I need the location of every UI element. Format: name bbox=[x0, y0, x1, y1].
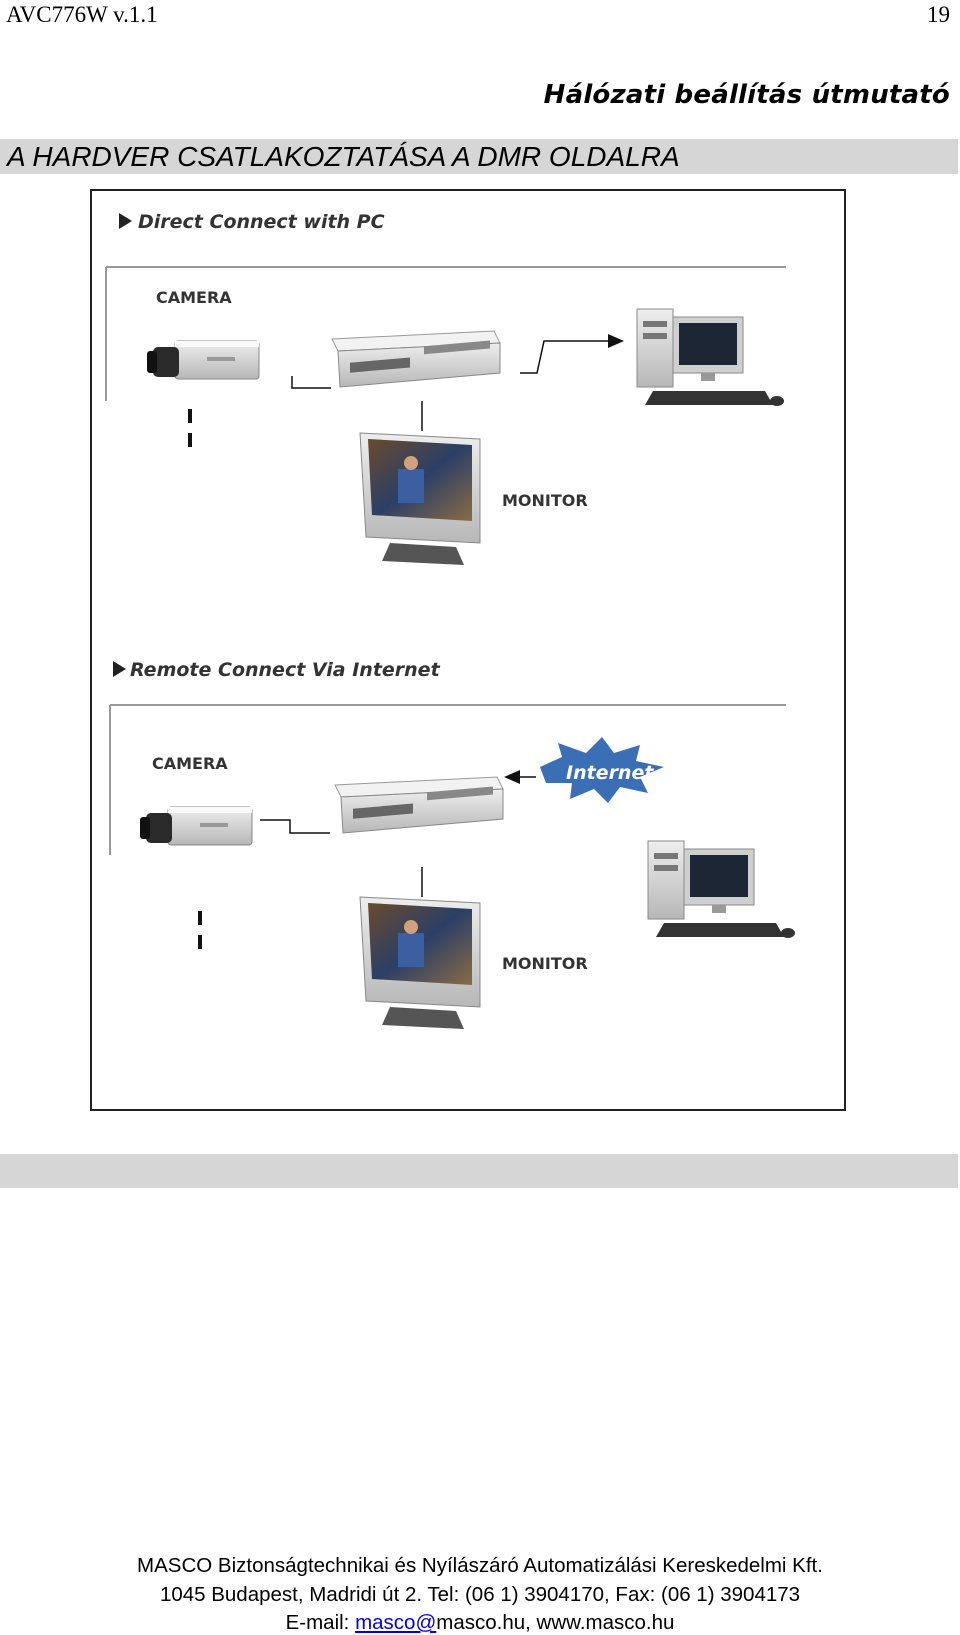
internet-cloud-icon: Internet bbox=[540, 737, 664, 803]
dvr-icon bbox=[334, 776, 504, 834]
monitor-label: MONITOR bbox=[502, 491, 588, 510]
footer-company: MASCO Biztonságtechnikai és Nyílászáró A… bbox=[137, 1554, 823, 1577]
section-title: A HARDVER CSATLAKOZTATÁSA A DMR OLDALRA bbox=[7, 141, 680, 172]
pc-icon bbox=[636, 308, 784, 406]
cable bbox=[291, 376, 331, 389]
document-id: AVC776W v.1.1 bbox=[6, 2, 158, 27]
cable bbox=[520, 340, 612, 374]
camera-icon bbox=[140, 806, 253, 846]
monitor-icon bbox=[359, 432, 481, 565]
pc-icon bbox=[647, 840, 795, 938]
camera-label: CAMERA bbox=[156, 288, 232, 307]
internet-label: Internet bbox=[566, 762, 654, 784]
footer-contact: E-mail: masco@masco.hu, www.masco.hu bbox=[0, 1611, 960, 1635]
guide-title: Hálózati beállítás útmutató bbox=[543, 80, 950, 110]
dvr-icon bbox=[331, 330, 501, 388]
email-link[interactable]: masco@ bbox=[355, 1611, 437, 1634]
monitor-icon bbox=[359, 896, 481, 1029]
play-arrow-icon bbox=[119, 213, 132, 229]
monitor-label: MONITOR bbox=[502, 954, 588, 973]
direct-heading: Direct Connect with PC bbox=[138, 211, 385, 233]
direct-connect-section: Direct Connect with PC CAMERA bbox=[105, 211, 786, 565]
camera-icon bbox=[147, 340, 260, 380]
arrow-left-icon bbox=[504, 770, 520, 784]
arrow-right-icon bbox=[608, 334, 624, 348]
remote-heading: Remote Connect Via Internet bbox=[130, 659, 441, 681]
email-prefix: E-mail: bbox=[285, 1611, 356, 1634]
camera-label: CAMERA bbox=[152, 754, 228, 773]
section-bar bbox=[0, 139, 958, 174]
page-number: 19 bbox=[927, 2, 950, 27]
remote-connect-section: Remote Connect Via Internet CAMERA Inter… bbox=[109, 659, 795, 1029]
connection-diagram: Direct Connect with PC CAMERA bbox=[90, 189, 846, 1111]
cable bbox=[260, 819, 330, 834]
email-rest: masco.hu, www.masco.hu bbox=[436, 1611, 675, 1634]
footer-address: 1045 Budapest, Madridi út 2. Tel: (06 1)… bbox=[159, 1583, 801, 1606]
play-arrow-icon bbox=[113, 661, 126, 677]
bottom-bar bbox=[0, 1154, 958, 1188]
